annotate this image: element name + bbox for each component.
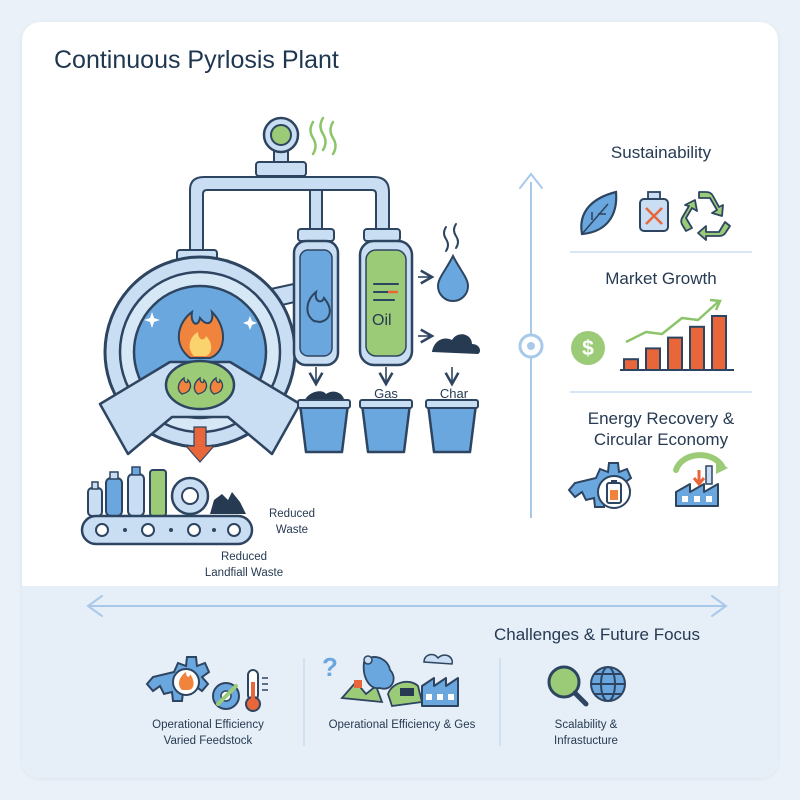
gear-battery-icon — [567, 462, 633, 509]
growth-bar — [667, 336, 683, 372]
magnifier-icon — [547, 665, 589, 707]
growth-trend-line — [625, 301, 719, 344]
pressure-gauge-icon — [255, 116, 307, 177]
gear-flame-icon — [146, 656, 210, 702]
oil-column — [358, 239, 414, 367]
growth-bar — [689, 325, 705, 371]
char-label: Char — [439, 386, 469, 401]
leaf-icon — [580, 190, 618, 236]
gear-wrench-icon — [212, 682, 240, 710]
gas-bucket-icon — [297, 391, 351, 454]
no-plastic-bottle-icon — [639, 191, 669, 232]
factory-smoke-icon — [421, 653, 459, 707]
gas-column — [292, 239, 340, 367]
thermometer-icon — [245, 669, 268, 712]
waste-bin-icon — [387, 680, 424, 707]
dollar-coin-icon: $ — [571, 331, 605, 365]
oil-bucket-icon — [359, 399, 413, 454]
sorting-waste-icon — [340, 655, 395, 704]
diagram-artwork: $ — [80, 116, 752, 746]
burner-flames-icon — [177, 376, 224, 395]
sustainability-heading: Sustainability — [610, 143, 712, 162]
circular-factory-icon — [673, 452, 728, 507]
gas-label: Gas — [374, 386, 398, 401]
gas-flame-icon — [306, 289, 331, 324]
energy-recovery-heading: Energy Recovery &Circular Economy — [587, 409, 735, 449]
droplet-icon — [436, 253, 470, 302]
char-bucket-icon — [425, 399, 479, 454]
challenge-item-2-label: Operational Efficiency & Ges — [328, 719, 476, 731]
flame-icon — [178, 308, 224, 359]
challenges-heading: Challenges & Future Focus — [494, 625, 700, 644]
growth-bar-chart — [620, 315, 734, 372]
waste-items — [87, 466, 246, 517]
oil-label: Oil — [372, 312, 392, 329]
page-title: Continuous Pyrlosis Plant — [54, 46, 339, 74]
steam-icon — [309, 116, 337, 156]
growth-bar — [623, 358, 639, 372]
vapour-icon — [443, 223, 459, 252]
market-growth-heading: Market Growth — [605, 269, 717, 288]
question-mark-icon: ? — [322, 652, 338, 682]
reactor-vessel — [98, 255, 302, 456]
char-pile-icon — [432, 334, 480, 354]
svg-text:$: $ — [582, 337, 594, 360]
growth-bar — [711, 315, 727, 371]
infographic-card: $ — [22, 22, 778, 778]
globe-icon — [590, 666, 626, 702]
recycle-icon — [680, 191, 731, 241]
output-arrow-icon — [184, 426, 216, 463]
growth-bar — [645, 347, 661, 371]
conveyor-belt — [80, 514, 254, 546]
challenge-item-3-label: Scalability &Infrastucture — [554, 719, 618, 747]
